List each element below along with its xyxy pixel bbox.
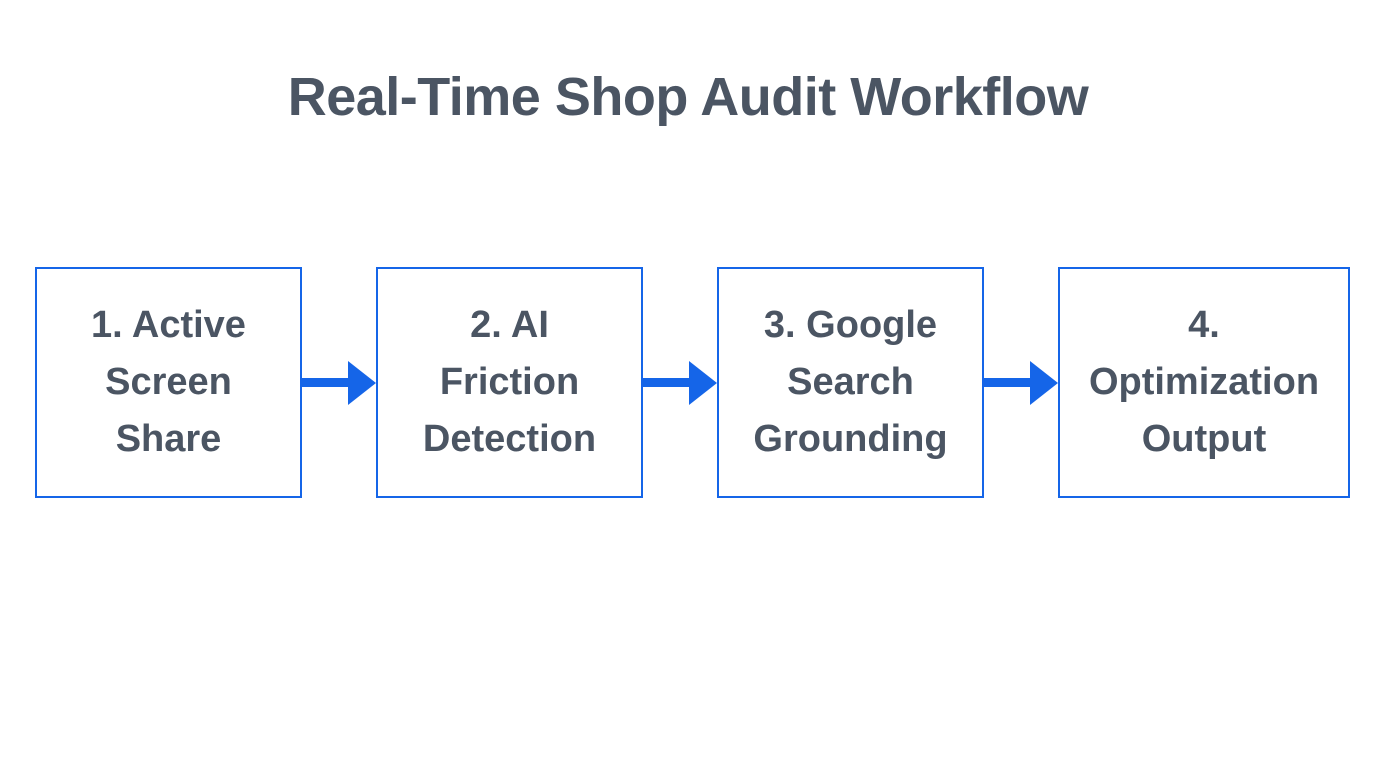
workflow-step-2: 2. AI Friction Detection — [376, 267, 643, 498]
workflow-step-4-label: 4. Optimization Output — [1088, 304, 1320, 460]
workflow-step-4: 4. Optimization Output — [1058, 267, 1350, 498]
arrow-shaft — [302, 378, 348, 387]
arrow-head — [348, 360, 376, 405]
arrow-shaft — [643, 378, 689, 387]
workflow-step-1-label: 1. Active Screen Share — [91, 304, 246, 460]
arrow-head — [689, 360, 717, 405]
arrow-head — [1030, 360, 1058, 405]
workflow-step-3-label: 3. Google Search Grounding — [753, 304, 948, 460]
workflow-row: 1. Active Screen Share 2. AI Friction De… — [35, 267, 1350, 498]
arrow-shaft — [984, 378, 1030, 387]
workflow-step-1: 1. Active Screen Share — [35, 267, 302, 498]
arrow-right-icon — [643, 360, 717, 405]
workflow-step-3: 3. Google Search Grounding — [717, 267, 984, 498]
arrow-right-icon — [984, 360, 1058, 405]
workflow-step-2-label: 2. AI Friction Detection — [422, 304, 597, 460]
arrow-right-icon — [302, 360, 376, 405]
page-title: Real-Time Shop Audit Workflow — [287, 67, 1089, 127]
